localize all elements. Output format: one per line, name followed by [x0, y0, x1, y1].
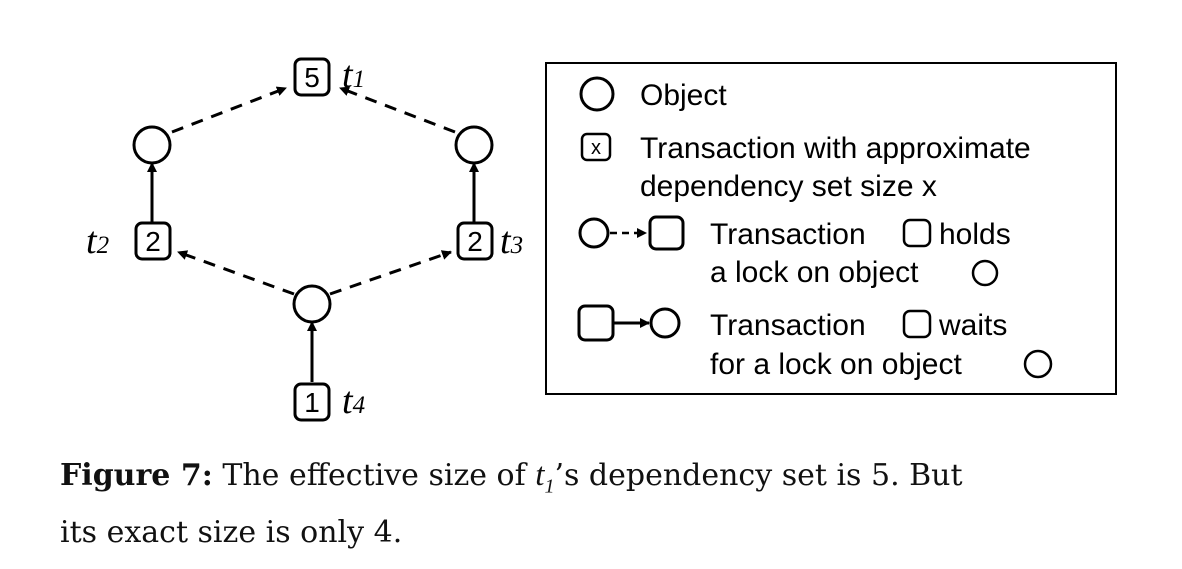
caption-text-b: ’s dependency set is 5. But [554, 458, 963, 493]
caption-text-c: its exact size is only 4. [60, 514, 403, 550]
object-node-left [132, 125, 172, 165]
legend-transaction-glyph: x [591, 137, 601, 159]
transaction-node-t1 [293, 57, 331, 97]
edge-object-bottom-to-t2 [177, 250, 295, 296]
legend-transaction-line1: Transaction with approximate [640, 132, 1031, 165]
legend-holds-circle [578, 217, 610, 249]
t4-size: 1 [304, 387, 320, 418]
legend-frame [545, 62, 1117, 395]
t2-label: t2 [86, 220, 109, 262]
legend-holds-line1a: Transaction [710, 218, 866, 251]
legend-waits-line1a: Transaction [710, 309, 866, 342]
t1-size: 5 [304, 62, 320, 93]
legend-holds-inline-box [902, 218, 932, 248]
t1-label: t1 [342, 54, 365, 96]
legend-holds-line1b: holds [939, 218, 1011, 251]
t2-size: 2 [145, 226, 161, 257]
object-node-bottom [292, 284, 332, 324]
t4-label: t4 [342, 380, 365, 422]
legend-waits-line2: for a lock on object [710, 348, 962, 381]
caption-var: t1 [535, 457, 555, 498]
transaction-node-t4 [293, 382, 331, 422]
legend-object-label: Object [640, 79, 727, 112]
legend-holds-inline-circle [971, 259, 999, 287]
t3-label: t3 [500, 220, 523, 262]
caption-label: Figure 7: [60, 458, 213, 493]
legend-transaction-line2: dependency set size x [640, 170, 937, 203]
legend: Object x Transaction with approximate de… [545, 62, 1117, 395]
legend-waits-circle [649, 307, 681, 339]
edge-object-bottom-to-t3 [329, 250, 452, 296]
transaction-node-t2 [134, 221, 172, 261]
figure-caption: Figure 7: The effective size of t1’s dep… [60, 452, 1160, 556]
edge-object-right-to-t1 [339, 86, 456, 134]
legend-transaction-box [580, 132, 612, 162]
legend-waits-inline-circle [1023, 349, 1053, 379]
legend-object-circle [579, 76, 615, 112]
transaction-node-t3 [456, 221, 494, 261]
legend-waits-inline-box [902, 309, 932, 339]
caption-text-a: The effective size of [222, 458, 526, 493]
legend-waits-line1b: waits [938, 309, 1007, 342]
legend-holds-line2: a lock on object [710, 256, 919, 289]
t3-size: 2 [467, 226, 483, 257]
legend-holds-box [648, 215, 685, 251]
legend-waits-box [577, 304, 615, 342]
object-node-right [454, 125, 494, 165]
lock-dependency-diagram: 5 2 2 1 t1 t2 t3 t4 Object x Transaction… [86, 54, 1117, 422]
edge-object-left-to-t1 [171, 86, 287, 134]
